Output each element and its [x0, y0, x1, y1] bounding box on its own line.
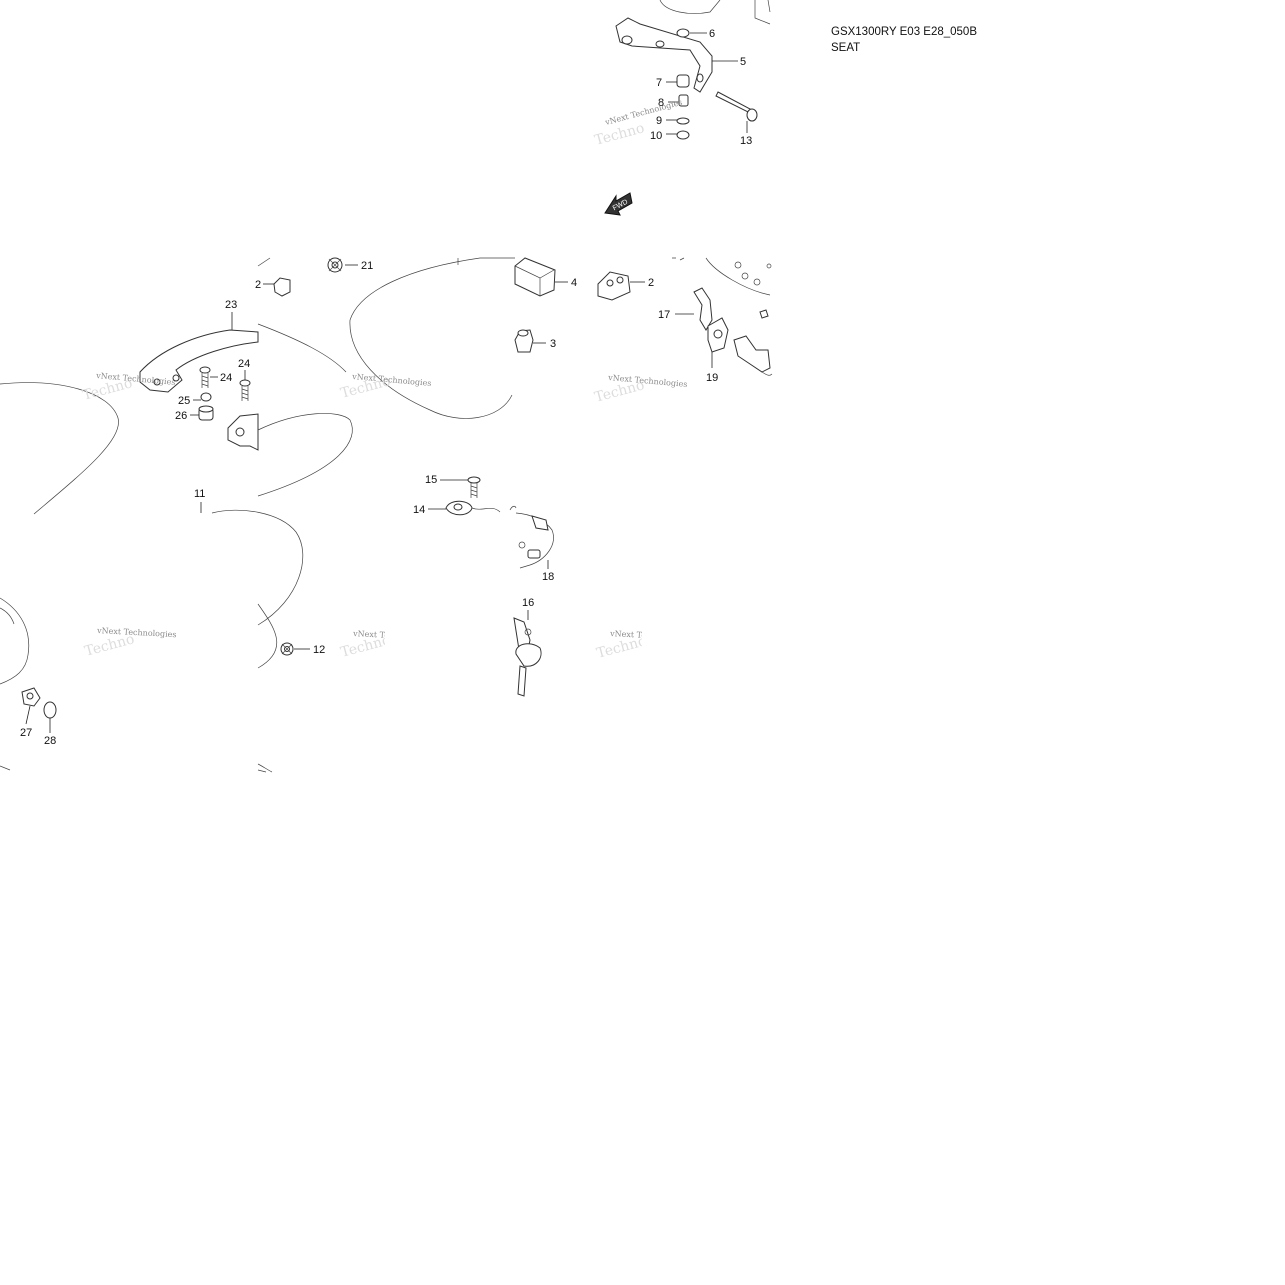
- callout-2-clamp: 2: [648, 277, 654, 289]
- watermarks: Techno vNext Technologies Techno vNext T…: [81, 98, 690, 662]
- seat-lock-cylinder: [733, 309, 773, 376]
- callout-2-cut: 2: [255, 279, 261, 291]
- callout-11: 11: [194, 488, 205, 500]
- watermark-ghost: Techno: [593, 120, 646, 149]
- washer-9: [676, 117, 690, 125]
- spring-17: [693, 287, 713, 331]
- callout-28: 28: [44, 735, 56, 747]
- front-seat-11: [0, 257, 353, 771]
- seat-pad-4: [514, 257, 556, 297]
- nut-22: [273, 277, 291, 297]
- collar-8: [678, 94, 689, 107]
- callout-26: 26: [175, 410, 187, 422]
- lock-bracket-19: [707, 317, 729, 353]
- callout-5: 5: [740, 56, 746, 68]
- diagram-header: GSX1300RY E03 E28_050B SEAT: [831, 24, 977, 56]
- callout-25: 25: [178, 395, 190, 407]
- grommet-27: [21, 687, 41, 707]
- grab-rail-23: [139, 329, 259, 393]
- leader-lines: [25, 32, 748, 733]
- callout-19: 19: [706, 372, 718, 384]
- callout-16: 16: [522, 597, 534, 609]
- collar-25: [200, 392, 212, 402]
- clip-21: [327, 257, 343, 273]
- callout-8: 8: [658, 97, 664, 109]
- callout-labels: 6 5 7 8 9 10 13 4 2 3 17 19 21 2 23 24 2…: [20, 28, 752, 747]
- cushion-3: [514, 329, 534, 353]
- callout-13: 13: [740, 135, 752, 147]
- washer-6: [676, 28, 690, 38]
- callout-24-left: 24: [220, 372, 232, 384]
- bolt-24-right: [239, 379, 251, 401]
- cushion-26: [198, 405, 214, 421]
- bolt-24-left: [199, 366, 211, 388]
- forward-direction-arrow: FWD: [604, 192, 633, 216]
- seat-hook-bracket: [227, 413, 259, 451]
- cushion-7: [676, 74, 690, 88]
- callout-6: 6: [709, 28, 715, 40]
- watermark: vNext Technologies: [96, 626, 177, 639]
- callout-21: 21: [361, 260, 373, 272]
- tile-masks: [385, 600, 772, 700]
- misc-fragments: [0, 257, 685, 773]
- callout-7: 7: [656, 77, 662, 89]
- callout-4: 4: [571, 277, 577, 289]
- screw-15: [467, 476, 481, 498]
- callout-18: 18: [542, 571, 554, 583]
- callout-3: 3: [550, 338, 556, 350]
- clamp-2: [597, 271, 631, 301]
- callout-10: 10: [650, 130, 662, 142]
- watermark: vNext Technologies: [603, 98, 683, 128]
- callout-24-right: 24: [238, 358, 250, 370]
- callout-17: 17: [658, 309, 670, 321]
- callout-23: 23: [225, 299, 237, 311]
- callout-14: 14: [413, 504, 425, 516]
- bolt-13: [715, 91, 753, 115]
- model-code: GSX1300RY E03 E28_050B: [831, 26, 977, 38]
- callout-27: 27: [20, 727, 32, 739]
- callout-9: 9: [656, 115, 662, 127]
- seat-lock-cable-18: [515, 512, 554, 569]
- nut-10: [676, 130, 690, 140]
- plate-14: [445, 500, 517, 516]
- clip-12: [280, 642, 294, 656]
- section-title: SEAT: [831, 42, 861, 54]
- rear-bracket-assembly: [615, 0, 771, 140]
- callout-15: 15: [425, 474, 437, 486]
- tail-cover-edge: [705, 257, 772, 296]
- key-set-16: [513, 617, 542, 697]
- callout-12: 12: [313, 644, 325, 656]
- cap-28: [43, 701, 57, 719]
- rear-seat-cover: [349, 257, 515, 419]
